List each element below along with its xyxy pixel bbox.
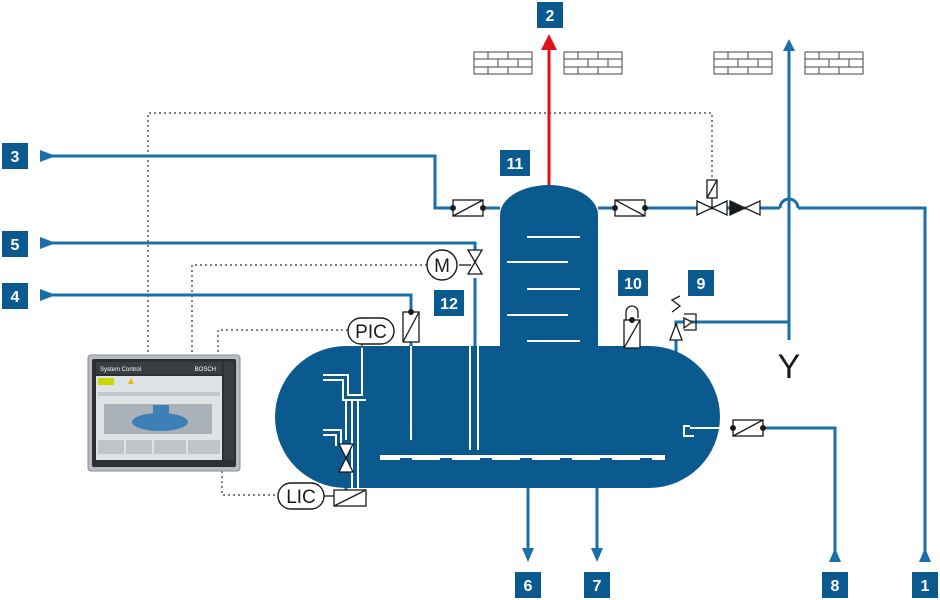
pipe-1-b (798, 206, 927, 560)
svg-text:2: 2 (546, 8, 555, 25)
vessel-body (275, 346, 720, 488)
motor-valve (459, 249, 484, 275)
signal-line-motor (191, 264, 427, 357)
hmi-title-bar (96, 362, 222, 374)
arrow-in-4 (40, 289, 56, 301)
svg-text:6: 6 (524, 578, 533, 595)
badge-7: 7 (584, 572, 610, 598)
badge-5: 5 (2, 231, 28, 257)
svg-text:1: 1 (921, 578, 930, 595)
control-panel[interactable]: System Control BOSCH (87, 354, 241, 472)
hmi-button-3[interactable] (154, 440, 186, 454)
badge-12: 12 (434, 290, 464, 316)
arrow-out-6 (522, 548, 534, 562)
hmi-home-tab[interactable] (98, 378, 114, 385)
svg-text:3: 3 (11, 149, 20, 166)
svg-text:9: 9 (697, 276, 706, 293)
badge-2: 2 (537, 2, 563, 28)
hmi-button-4[interactable] (188, 440, 220, 454)
hmi-brand: BOSCH (195, 367, 216, 373)
pipe-safety (674, 320, 789, 352)
vessel (275, 185, 720, 492)
hmi-button-2[interactable] (126, 440, 152, 454)
hmi-side-strip (224, 362, 234, 460)
pipe-3 (52, 154, 500, 210)
wall-1 (473, 51, 533, 75)
arrowheads (40, 150, 931, 562)
arrow-in-8 (829, 548, 841, 562)
badge-4: 4 (2, 283, 28, 309)
sensor-10 (623, 305, 641, 349)
wall-3 (713, 51, 773, 75)
motor-label: M (434, 256, 450, 277)
arrow-in-3 (40, 150, 56, 162)
flowmeter-3 (450, 199, 486, 217)
instrument-motor: M (426, 249, 458, 281)
svg-text:5: 5 (11, 237, 20, 254)
pipe-8 (755, 426, 837, 560)
pic-label: PIC (355, 322, 387, 343)
svg-text:4: 4 (11, 289, 20, 306)
signal-line-lic (221, 466, 278, 496)
y-strainer-label: Y (778, 348, 801, 386)
arrow-in-1 (919, 548, 931, 562)
badge-8: 8 (822, 572, 848, 598)
svg-text:11: 11 (507, 156, 524, 173)
lic-label: LIC (286, 487, 316, 508)
badge-9: 9 (688, 270, 714, 296)
flowmeter-8 (730, 419, 766, 437)
instrument-pic: PIC (347, 317, 395, 345)
steam-outlet (541, 34, 557, 188)
components (333, 179, 766, 507)
lic-actuator (333, 489, 367, 507)
hmi-button-1[interactable] (98, 440, 124, 454)
vessel-dome (500, 185, 598, 360)
control-valve (696, 179, 728, 217)
signal-line-pic (217, 329, 348, 357)
instrument-lic: LIC (277, 482, 325, 510)
arrow-out-7 (591, 548, 603, 562)
arrow-in-5 (40, 237, 56, 249)
signal-lines (147, 112, 713, 496)
safety-valve (669, 295, 697, 341)
badge-1: 1 (912, 572, 938, 598)
shutoff-valve (729, 199, 761, 217)
badge-10: 10 (618, 270, 648, 296)
flowmeter-1 (612, 199, 648, 217)
svg-text:10: 10 (624, 276, 642, 293)
lic-valve (337, 443, 355, 473)
hmi-title: System Control (100, 367, 141, 373)
signal-line-valve (147, 112, 713, 357)
badge-3: 3 (2, 143, 28, 169)
wall-symbols (473, 51, 864, 75)
wall-4 (804, 51, 864, 75)
warning-icon (128, 378, 134, 384)
wall-2 (563, 51, 623, 75)
svg-text:7: 7 (593, 578, 602, 595)
svg-text:8: 8 (831, 578, 840, 595)
badge-11: 11 (500, 150, 530, 176)
svg-text:12: 12 (440, 296, 458, 313)
pipe-5-top (52, 241, 477, 262)
badge-6: 6 (515, 572, 541, 598)
flowmeter-4 (402, 309, 420, 343)
